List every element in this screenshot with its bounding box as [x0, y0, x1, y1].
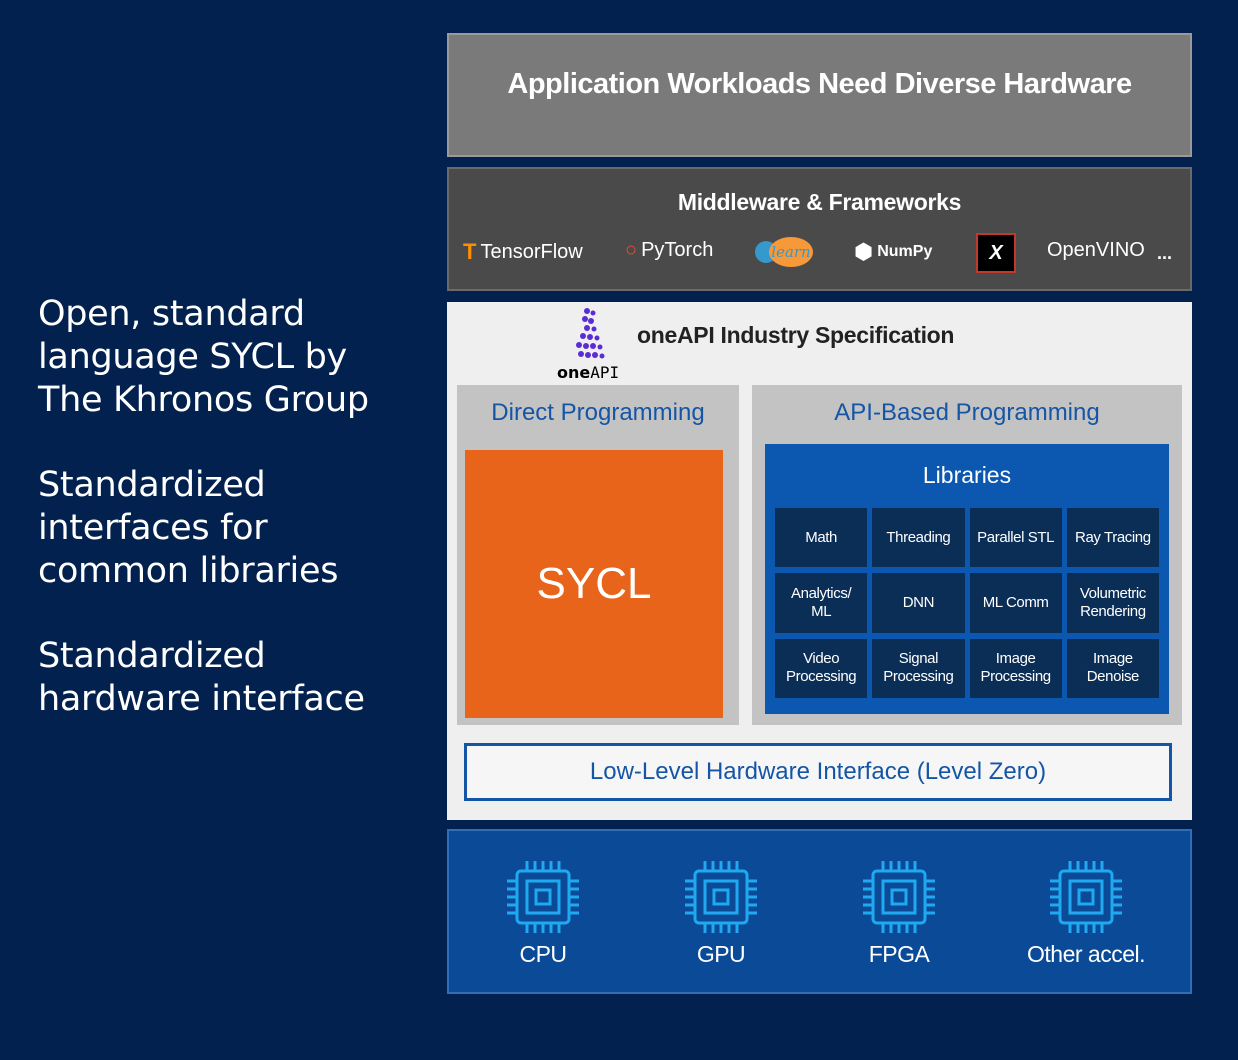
- framework-tensorflow: T TensorFlow: [463, 239, 583, 265]
- chip-icon: [863, 861, 935, 933]
- hardware-other-accel: Other accel.: [1006, 859, 1166, 968]
- hardware-gpu: GPU: [641, 859, 801, 968]
- chip-icon: [507, 861, 579, 933]
- hardware-label: Other accel.: [1027, 941, 1146, 967]
- xgboost-icon: X: [976, 233, 1016, 273]
- hardware-label: FPGA: [868, 941, 930, 967]
- api-based-programming-title: API-Based Programming: [834, 399, 1100, 426]
- bullet-open-standard: Open, standard language SYCL by The Khro…: [38, 294, 369, 420]
- framework-pytorch: ○ PyTorch: [625, 239, 713, 262]
- bullet-standardized-libraries: Standardized interfaces for common libra…: [38, 465, 339, 591]
- direct-programming-title: Direct Programming: [491, 399, 705, 426]
- library-dnn: DNN: [872, 573, 965, 633]
- library-ml-comm: ML Comm: [969, 573, 1062, 633]
- library-signal-processing: Signal Processing: [872, 638, 965, 698]
- library-image-processing: Image Processing: [969, 638, 1062, 698]
- library-ray-tracing: Ray Tracing: [1066, 508, 1159, 568]
- hardware-label: CPU: [519, 941, 567, 967]
- framework-label: NumPy: [877, 243, 933, 260]
- library-volumetric-rendering: Volumetric Rendering: [1066, 573, 1159, 633]
- application-workloads-label: Application Workloads Need Diverse Hardw…: [507, 68, 1132, 100]
- pytorch-icon: ○: [625, 239, 638, 261]
- oneapi-logo-mark: [576, 308, 605, 359]
- framework-xgboost: X: [976, 233, 1016, 273]
- framework-scikit-learn: learn: [755, 237, 813, 267]
- hardware-cpu: CPU: [463, 859, 623, 968]
- library-image-denoise: Image Denoise: [1066, 638, 1159, 698]
- oneapi-logo-text-bold: one: [557, 363, 591, 382]
- framework-label: PyTorch: [641, 239, 714, 261]
- library-analytics-ml: Analytics/ ML: [775, 573, 868, 633]
- more-frameworks: ...: [1157, 243, 1173, 263]
- direct-programming-box: Direct Programming SYCL: [457, 385, 739, 725]
- api-based-programming-box: API-Based Programming Libraries Math Thr…: [752, 385, 1182, 725]
- spec-title: oneAPI Industry Specification: [637, 322, 955, 348]
- oneapi-logo-text: oneAPI: [557, 363, 619, 382]
- numpy-icon: ⬢: [854, 239, 874, 264]
- library-parallel-stl: Parallel STL: [969, 508, 1062, 568]
- oneapi-logo: oneAPI: [553, 307, 627, 382]
- sycl-box: SYCL: [465, 450, 723, 718]
- application-workloads-banner: Application Workloads Need Diverse Hardw…: [447, 33, 1192, 157]
- hardware-panel: CPU GPU FPGA: [447, 829, 1192, 994]
- framework-label: learn: [769, 237, 813, 267]
- library-math: Math: [775, 508, 868, 568]
- bullet-standardized-hardware: Standardized hardware interface: [38, 636, 365, 719]
- middleware-frameworks-banner: Middleware & Frameworks T TensorFlow ○ P…: [447, 167, 1192, 291]
- framework-label: OpenVINO: [1047, 239, 1145, 261]
- oneapi-logo-text-rest: API: [590, 363, 620, 382]
- low-level-hardware-interface: Low-Level Hardware Interface (Level Zero…: [464, 743, 1172, 801]
- frameworks-row: T TensorFlow ○ PyTorch learn ⬢ NumPy X O…: [459, 233, 1184, 275]
- oneapi-specification-panel: oneAPI oneAPI Industry Specification Dir…: [447, 302, 1192, 820]
- hardware-label: GPU: [696, 941, 746, 967]
- libraries-title: Libraries: [922, 462, 1012, 488]
- framework-label: TensorFlow: [480, 240, 583, 263]
- middleware-title: Middleware & Frameworks: [677, 189, 962, 215]
- library-threading: Threading: [872, 508, 965, 568]
- chip-icon: [685, 861, 757, 933]
- library-video-processing: Video Processing: [775, 638, 868, 698]
- hardware-fpga: FPGA: [819, 859, 979, 968]
- framework-numpy: ⬢ NumPy: [854, 239, 932, 265]
- libraries-grid: Math Threading Parallel STL Ray Tracing …: [775, 508, 1159, 698]
- chip-icon: [1050, 861, 1122, 933]
- tensorflow-icon: T: [463, 239, 477, 264]
- libraries-box: Libraries Math Threading Parallel STL Ra…: [765, 444, 1169, 714]
- framework-openvino: OpenVINO: [1047, 239, 1145, 262]
